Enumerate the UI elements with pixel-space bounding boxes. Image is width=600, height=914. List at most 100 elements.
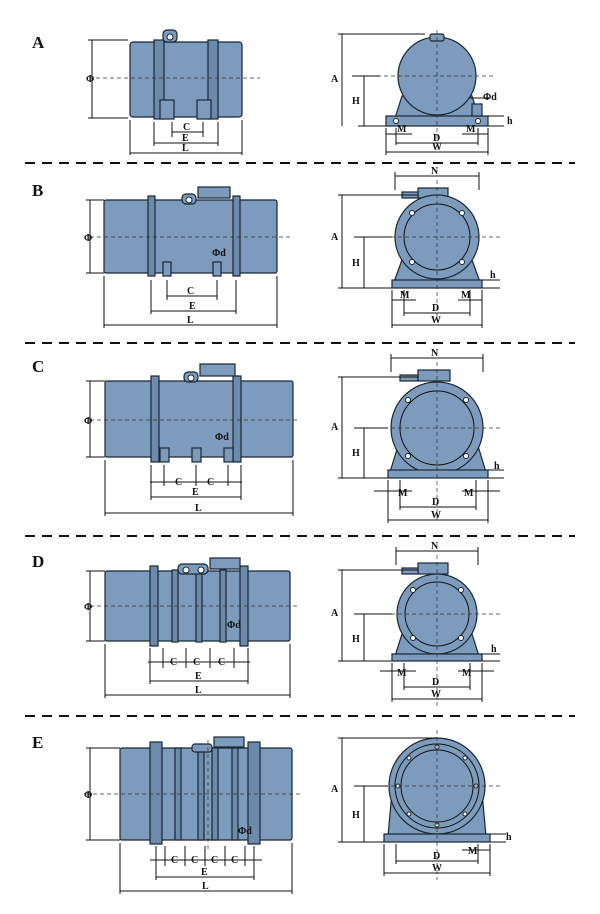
label-a: A bbox=[331, 422, 339, 433]
bolt-hole bbox=[409, 259, 415, 265]
label-c: C bbox=[193, 657, 200, 668]
label-n: N bbox=[431, 348, 439, 359]
label-h: H bbox=[352, 448, 360, 459]
motor-band bbox=[207, 39, 219, 120]
label-l: L bbox=[195, 503, 202, 514]
label-m-left: M bbox=[397, 124, 407, 135]
label-h: H bbox=[352, 634, 360, 645]
label-c: C bbox=[218, 657, 225, 668]
label-w: W bbox=[431, 689, 441, 700]
side-view: Φ Φd C C C C E L bbox=[84, 736, 300, 894]
label-phi-d: Φd bbox=[215, 432, 229, 443]
label-a: A bbox=[331, 232, 339, 243]
label-small-h: h bbox=[506, 832, 512, 843]
label-small-h: h bbox=[494, 461, 500, 472]
motor-flange bbox=[232, 375, 242, 463]
section-c: C Φ Φd C C E L bbox=[32, 348, 504, 523]
label-h: H bbox=[352, 258, 360, 269]
bolt-hole bbox=[410, 635, 416, 641]
motor-flange bbox=[232, 195, 241, 277]
label-m-right: M bbox=[464, 488, 474, 499]
label-c: C bbox=[191, 855, 198, 866]
label-m-left: M bbox=[397, 668, 407, 679]
section-letter: B bbox=[32, 181, 43, 200]
label-a: A bbox=[331, 74, 339, 85]
label-c: C bbox=[175, 477, 182, 488]
bolt-hole bbox=[405, 453, 411, 459]
label-c: C bbox=[171, 855, 178, 866]
base-foot bbox=[162, 261, 172, 277]
motor-body bbox=[129, 41, 243, 118]
section-b: B Φ Φd C E L bbox=[32, 166, 500, 328]
section-letter: A bbox=[32, 33, 45, 52]
terminal-box bbox=[197, 186, 231, 199]
label-l: L bbox=[182, 143, 189, 154]
bolt-hole bbox=[459, 210, 465, 216]
terminal-box bbox=[199, 363, 236, 377]
bolt-hole bbox=[459, 259, 465, 265]
label-d: D bbox=[432, 677, 439, 688]
label-n: N bbox=[431, 166, 439, 177]
side-view: Φ Φd C C E L bbox=[84, 363, 300, 516]
terminal-box bbox=[417, 369, 451, 382]
label-e: E bbox=[201, 867, 208, 878]
bolt-hole bbox=[458, 587, 464, 593]
section-letter: C bbox=[32, 357, 44, 376]
label-e: E bbox=[192, 487, 199, 498]
motor-flange bbox=[247, 741, 261, 845]
label-phi-d: Φd bbox=[227, 620, 241, 631]
section-e: E Φ Φd C C C C E bbox=[32, 730, 512, 894]
front-view: N A H h M M D W bbox=[331, 348, 504, 523]
label-c: C bbox=[187, 286, 194, 297]
lifting-eye-hole bbox=[166, 33, 174, 41]
motor-flange bbox=[149, 741, 163, 845]
bolt-hole bbox=[410, 587, 416, 593]
label-c: C bbox=[207, 477, 214, 488]
mount-hole bbox=[393, 118, 399, 124]
label-w: W bbox=[431, 315, 441, 326]
base-foot bbox=[191, 447, 202, 463]
label-m-left: M bbox=[400, 290, 410, 301]
label-w: W bbox=[432, 863, 442, 874]
label-phi: Φ bbox=[86, 74, 94, 85]
label-w: W bbox=[431, 510, 441, 521]
front-view: N A H h M M D W bbox=[331, 541, 500, 708]
label-small-h: h bbox=[491, 644, 497, 655]
bolt-hole bbox=[463, 453, 469, 459]
lifting-eye-hole bbox=[185, 196, 193, 204]
front-view: A H h Φd M M D W bbox=[331, 30, 513, 155]
terminal-box bbox=[213, 736, 245, 748]
label-w: W bbox=[432, 142, 442, 153]
section-letter: D bbox=[32, 552, 44, 571]
motor-flange bbox=[150, 375, 160, 463]
lifting-eye-hole bbox=[197, 566, 205, 574]
motor-flange bbox=[147, 195, 156, 277]
base-foot bbox=[159, 99, 175, 120]
terminal-box bbox=[209, 557, 241, 570]
bolt-hole bbox=[462, 755, 468, 761]
label-m-left: M bbox=[398, 488, 408, 499]
label-c: C bbox=[231, 855, 238, 866]
label-a: A bbox=[331, 608, 339, 619]
label-phi-d: Φd bbox=[238, 826, 252, 837]
cable-gland bbox=[399, 374, 419, 382]
lifting-eye bbox=[191, 743, 213, 753]
motor-body bbox=[104, 380, 294, 458]
label-h: H bbox=[352, 96, 360, 107]
motor-band bbox=[153, 39, 165, 120]
label-e: E bbox=[189, 301, 196, 312]
label-h: H bbox=[352, 810, 360, 821]
terminal-box bbox=[417, 562, 449, 575]
label-phi: Φ bbox=[84, 790, 92, 801]
bolt-hole bbox=[409, 210, 415, 216]
label-d: D bbox=[432, 497, 439, 508]
bolt-hole bbox=[406, 811, 412, 817]
base-foot bbox=[196, 99, 212, 120]
bolt-hole bbox=[406, 755, 412, 761]
section-letter: E bbox=[32, 733, 43, 752]
bolt-hole bbox=[458, 635, 464, 641]
bolt-hole bbox=[463, 397, 469, 403]
label-c: C bbox=[183, 122, 190, 133]
bolt-hole bbox=[462, 811, 468, 817]
